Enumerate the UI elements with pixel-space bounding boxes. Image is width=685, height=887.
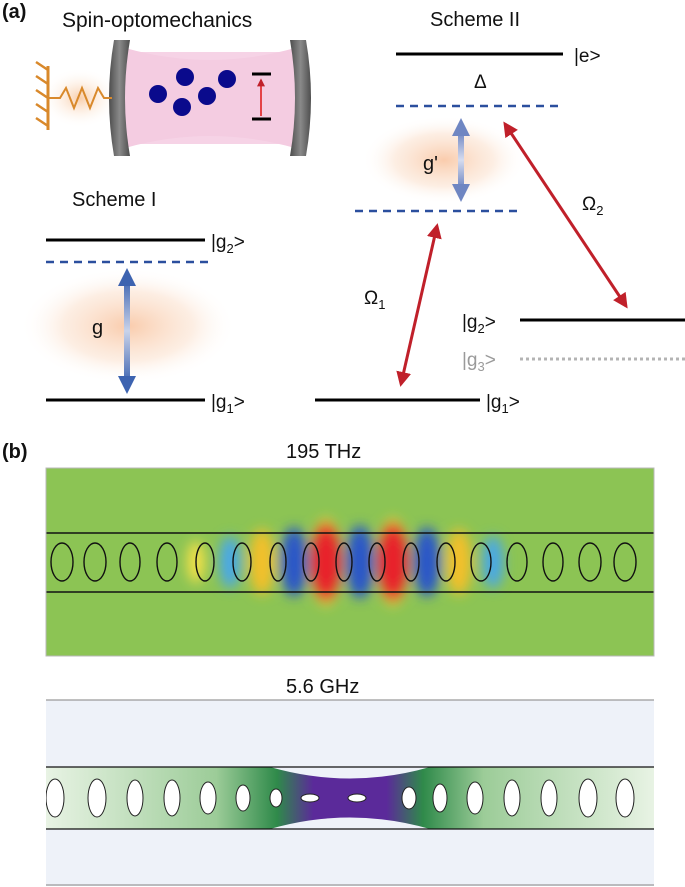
mechanical-holes [46,778,635,818]
scheme-1: Scheme I g |g2> |g1> [20,189,245,416]
crystal-hole [436,542,456,582]
crystal-hole [470,542,492,582]
optical-mode-map [46,468,654,656]
beam-hole [347,793,367,803]
mechanical-mode-title: 5.6 GHz [286,676,359,698]
crystal-hole [402,542,420,582]
scheme-2-label-g3: |g3> [462,350,496,374]
cavity-illustration [35,40,311,156]
field-lobe [378,522,408,602]
panel-a-label: (a) [2,1,26,23]
beam-hole [540,779,558,817]
left-mirror [109,40,130,156]
crystal-hole [232,542,252,582]
spin-ensemble [149,68,236,116]
scheme-2-arrow-head-up [452,118,470,136]
scheme-1-label-g2: |g2> [211,232,245,256]
field-lobe [311,522,341,602]
crystal-hole [542,542,564,582]
beam-hole [87,778,107,818]
crystal-hole [269,542,287,582]
beam-hole [432,783,448,813]
mechanical-pinch-bottom [270,817,430,836]
scheme-2-label-e: |e> [574,46,601,67]
crystal-hole [156,542,178,582]
field-lobe [280,527,308,597]
field-lobe [346,525,374,599]
scheme-2-label-g2: |g2> [462,312,496,336]
scheme-2-detuning: Δ [474,72,487,93]
spin-dot [149,85,167,103]
scheme-2-title: Scheme II [430,9,520,31]
omega-1-arrow [396,223,442,387]
spin-dot [198,87,216,105]
scheme-2: Scheme II |e> Δ g' Ω2 Ω1 |g2> |g3> |g1> [315,9,685,416]
spring-glow [40,68,120,128]
spring-icon [48,85,112,111]
beam-hole [269,788,283,808]
spin-optomechanics-title: Spin-optomechanics [62,9,252,32]
beam-hole [163,779,181,817]
beam-hole [503,779,521,817]
beam-hole [578,778,598,818]
beam-hole [235,784,251,812]
scheme-2-label-g1: |g1> [486,392,520,416]
crystal-hole [506,542,528,582]
scheme-1-arrow-head-up [118,268,136,286]
omega-2-label: Ω2 [582,194,603,218]
scheme-1-label-g1: |g1> [211,392,245,416]
mechanical-mode-map [46,700,654,886]
beam-hole [300,793,320,803]
crystal-hole [83,542,107,582]
scheme-1-arrow-head-down [118,376,136,394]
crystal-hole [613,542,637,582]
crystal-hole [302,542,320,582]
spin-dot [176,68,194,86]
beam-hole [126,779,144,817]
beam-hole [401,786,417,810]
field-lobe [249,528,275,596]
crystal-hole [119,542,141,582]
crystal-hole [50,542,74,582]
crystal-hole [368,542,386,582]
crystal-hole [578,542,602,582]
wall-hatch [35,60,49,128]
field-lobe [482,535,504,589]
field-lobe [413,527,441,597]
scheme-2-arrow-head-down [452,184,470,202]
spin-dot [173,98,191,116]
omega-1-label: Ω1 [364,288,385,312]
right-mirror [290,40,311,156]
scheme-1-coupling-arrow [124,278,130,384]
crystal-hole [335,542,353,582]
panel-b-label: (b) [2,441,28,463]
scheme-2-glow [362,116,526,204]
field-lobes [187,518,504,606]
optical-map-frame [45,467,655,657]
beam-hole [466,781,484,815]
beam-hole [615,778,635,818]
omega-2-arrow [503,121,628,309]
field-lobe [219,535,241,589]
mechanical-pinch-top [270,760,430,779]
scheme-2-coupling-arrow [458,132,464,188]
scheme-2-coupling-label: g' [423,153,438,175]
optical-mode-title: 195 THz [286,441,361,463]
scheme-1-coupling-label: g [92,317,103,339]
photonic-crystal-holes [50,542,637,582]
field-lobe [446,528,472,596]
scheme-1-title: Scheme I [72,189,156,211]
beam-hole [46,778,65,818]
crystal-hole [195,542,215,582]
beam-hole [199,781,217,815]
spin-dot [218,70,236,88]
